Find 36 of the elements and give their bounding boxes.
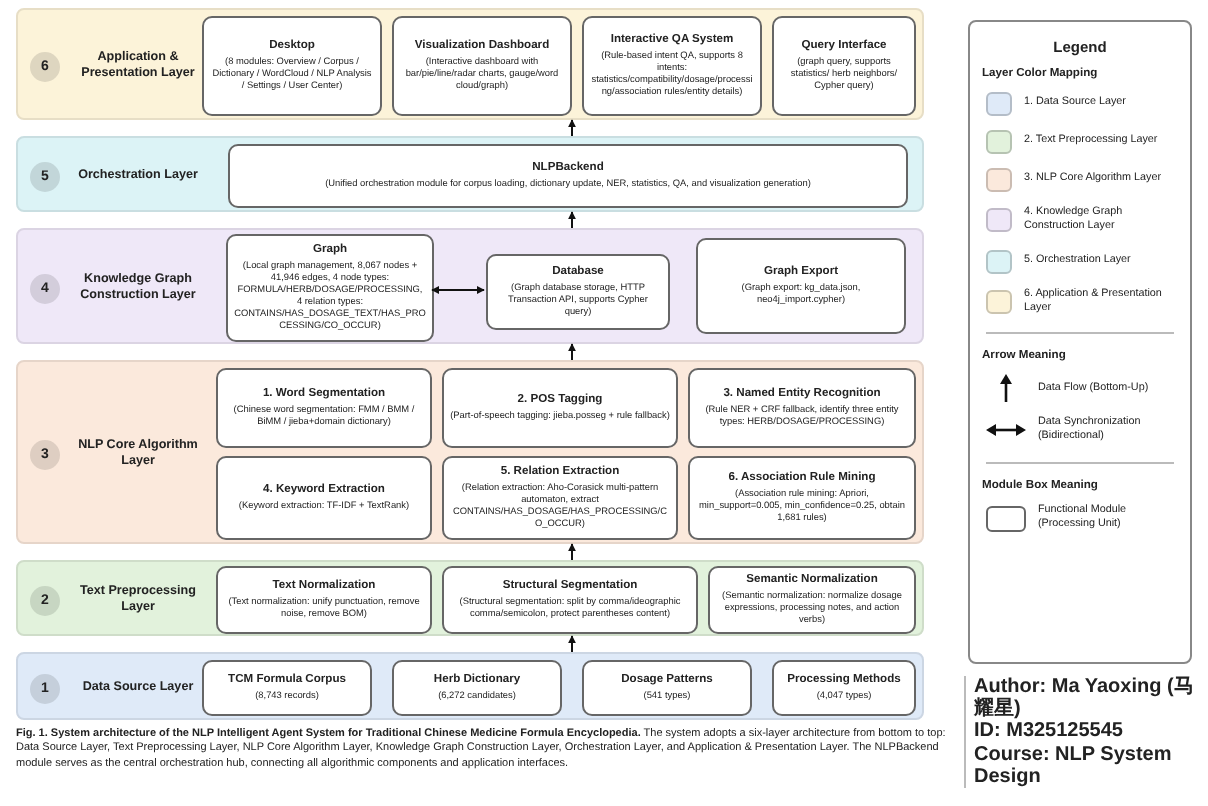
layer-band: [16, 136, 924, 212]
author-info: ID: M325125545: [974, 720, 1125, 744]
layer-band: [16, 8, 924, 120]
module-box: [696, 238, 906, 334]
layer-band: [16, 652, 924, 720]
arrow: [568, 343, 576, 361]
layer-band: [16, 560, 924, 636]
author-info: Course: NLP System Design: [974, 743, 1174, 788]
module-box: [772, 16, 916, 116]
module-box: [442, 456, 678, 540]
author-info: Author: Ma Yaoxing (马耀星): [974, 676, 1196, 721]
arrow: [568, 635, 576, 653]
module-box: [688, 368, 916, 448]
layer-band: [16, 360, 924, 544]
arrow: [431, 286, 485, 294]
module-box: [202, 660, 372, 716]
module-box: [442, 566, 698, 634]
module-box: [392, 16, 572, 116]
arrow: [568, 543, 576, 561]
layer-band: [16, 228, 924, 344]
module-box: [772, 660, 916, 716]
module-box: [202, 16, 382, 116]
module-box: [216, 456, 432, 540]
module-box: [226, 234, 434, 342]
module-box: [708, 566, 916, 634]
arrow: [568, 211, 576, 229]
module-box: [582, 660, 752, 716]
module-box: [216, 566, 432, 634]
module-box: [486, 254, 670, 330]
module-box: [216, 368, 432, 448]
module-box: [228, 144, 908, 208]
module-box: [582, 16, 762, 116]
module-box: [688, 456, 916, 540]
arrow: [568, 119, 576, 137]
module-box: [392, 660, 562, 716]
module-box: [442, 368, 678, 448]
